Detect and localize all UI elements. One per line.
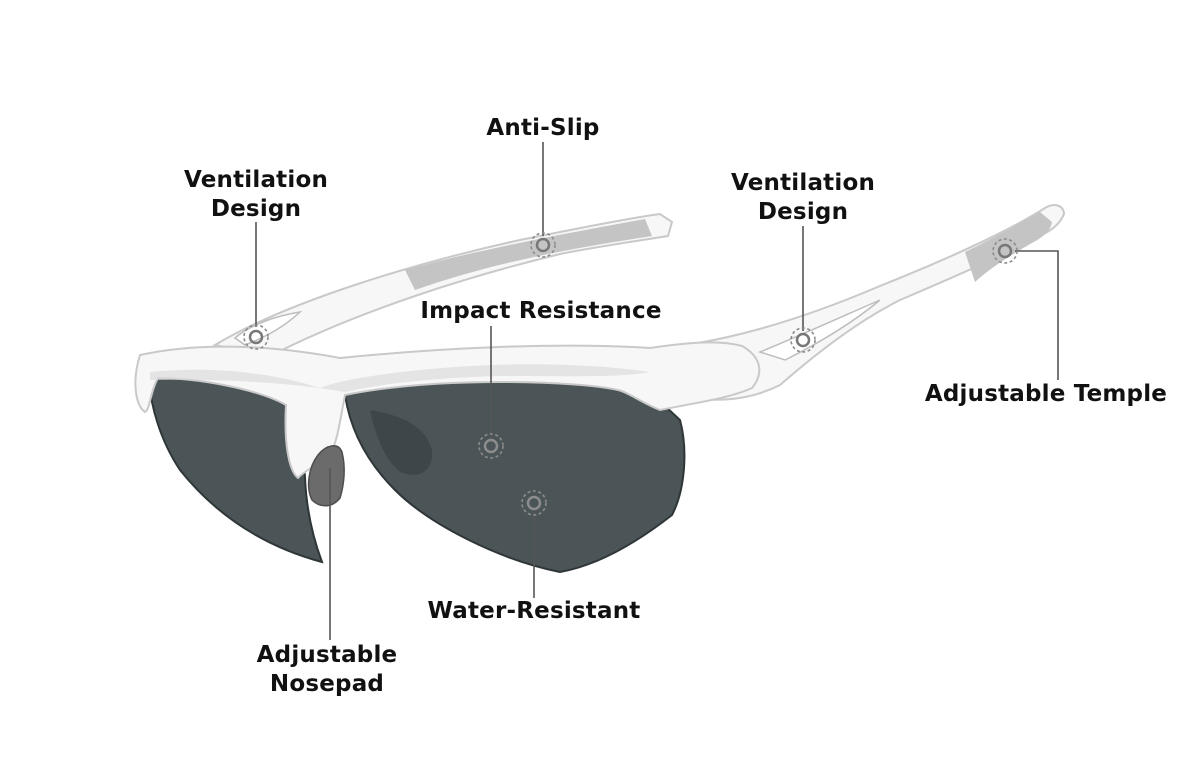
callout-markers xyxy=(243,232,1018,516)
label-ventilation-right: Ventilation Design xyxy=(703,169,903,227)
label-ventilation-left-line-2: Design xyxy=(210,196,302,222)
lens-reflection xyxy=(370,410,433,475)
label-water-resistant-line-1: Water-Resistant xyxy=(427,598,641,624)
label-ventilation-right-line-2: Design xyxy=(757,199,849,225)
frame-brow xyxy=(134,341,761,480)
nosepad-shape xyxy=(307,445,345,507)
label-impact-resistance: Impact Resistance xyxy=(381,297,701,326)
marker-impact xyxy=(478,433,504,459)
leader-lines xyxy=(255,142,1059,640)
marker-ventilation-right xyxy=(790,327,816,353)
label-ventilation-left: Ventilation Design xyxy=(156,166,356,224)
label-adjustable-nosepad: Adjustable Nosepad xyxy=(227,641,427,699)
label-anti-slip-line-1: Anti-Slip xyxy=(486,115,600,141)
label-adjustable-nosepad-line-1: Adjustable xyxy=(256,642,398,668)
label-anti-slip: Anti-Slip xyxy=(443,114,643,143)
frame-brow-shadow xyxy=(150,364,650,392)
label-ventilation-left-line-1: Ventilation xyxy=(183,167,329,193)
left-temple-grip xyxy=(405,219,652,290)
label-adjustable-nosepad-line-2: Nosepad xyxy=(269,671,385,697)
label-ventilation-right-line-1: Ventilation xyxy=(730,170,876,196)
label-impact-resistance-line-1: Impact Resistance xyxy=(420,298,662,324)
right-lens xyxy=(343,379,686,574)
marker-ventilation-left xyxy=(243,324,269,350)
leader-temple xyxy=(1015,250,1059,380)
right-temple-vent xyxy=(757,299,881,361)
label-adjustable-temple: Adjustable Temple xyxy=(916,380,1176,409)
marker-water xyxy=(521,490,547,516)
label-adjustable-temple-line-1: Adjustable Temple xyxy=(924,381,1168,407)
marker-anti-slip xyxy=(530,232,556,258)
label-water-resistant: Water-Resistant xyxy=(414,597,654,626)
marker-temple xyxy=(992,238,1018,264)
